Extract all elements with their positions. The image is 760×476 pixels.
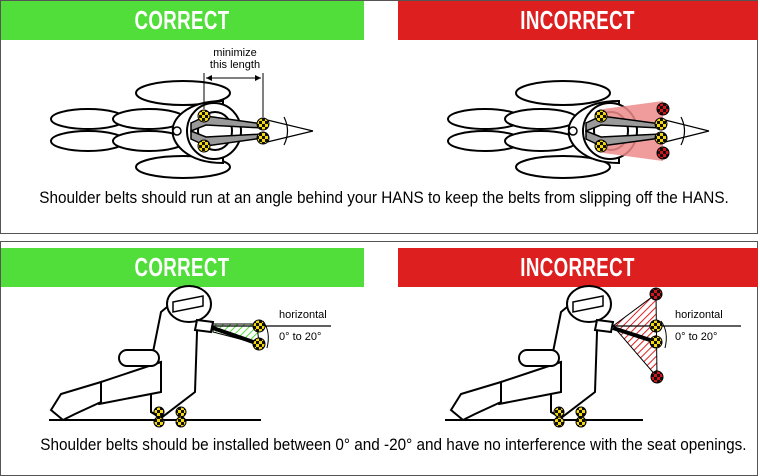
seat-outline bbox=[447, 80, 611, 179]
legs bbox=[49, 380, 102, 422]
arm bbox=[118, 349, 160, 367]
seat-outline bbox=[50, 80, 231, 179]
shoulder-belt bbox=[212, 326, 260, 346]
angle-label: 0° to 20° bbox=[279, 331, 321, 343]
bottom-caption-box: Shoulder belts should be installed betwe… bbox=[1, 435, 759, 455]
top-correct-label: CORRECT bbox=[134, 5, 231, 35]
dimension-line bbox=[203, 73, 264, 117]
bottom-incorrect-diagram: horizontal 0° to 20° bbox=[445, 285, 741, 428]
top-correct-diagram: minimize this length bbox=[50, 47, 314, 179]
tether-point bbox=[568, 126, 578, 136]
bottom-correct-diagram: horizontal 0° to 20° bbox=[49, 285, 331, 428]
bottom-correct-banner: CORRECT bbox=[1, 248, 364, 287]
top-incorrect-banner: INCORRECT bbox=[398, 1, 758, 40]
bottom-correct-label: CORRECT bbox=[134, 252, 231, 282]
dimension-label-line1: minimize bbox=[213, 47, 256, 59]
incorrect-zone-left bbox=[603, 101, 663, 123]
tether-point bbox=[172, 126, 182, 136]
top-panel: CORRECT INCORRECT bbox=[0, 0, 758, 234]
bottom-panel: CORRECT INCORRECT bbox=[0, 241, 758, 476]
bottom-caption: Shoulder belts should be installed betwe… bbox=[40, 435, 747, 454]
belt-markers bbox=[197, 109, 270, 153]
top-incorrect-label: INCORRECT bbox=[520, 5, 636, 35]
hans-device bbox=[593, 318, 615, 334]
hans-device bbox=[193, 318, 215, 334]
top-caption: Shoulder belts should run at an angle be… bbox=[39, 188, 729, 207]
top-incorrect-diagram bbox=[447, 80, 710, 179]
top-caption-box: Shoulder belts should run at an angle be… bbox=[1, 188, 759, 208]
angle-arc bbox=[680, 116, 686, 146]
shoulder-belt bbox=[612, 326, 657, 344]
horizontal-label: horizontal bbox=[675, 309, 723, 321]
top-correct-banner: CORRECT bbox=[1, 1, 364, 40]
angle-arc bbox=[283, 116, 289, 146]
bottom-incorrect-label: INCORRECT bbox=[520, 252, 636, 282]
angle-label: 0° to 20° bbox=[675, 331, 717, 343]
dimension-label-line2: this length bbox=[210, 59, 260, 71]
legs bbox=[449, 380, 502, 422]
bottom-incorrect-banner: INCORRECT bbox=[398, 248, 758, 287]
belt-markers bbox=[594, 102, 670, 160]
incorrect-zone-right bbox=[603, 139, 663, 161]
horizontal-label: horizontal bbox=[279, 309, 327, 321]
arm bbox=[518, 349, 560, 367]
